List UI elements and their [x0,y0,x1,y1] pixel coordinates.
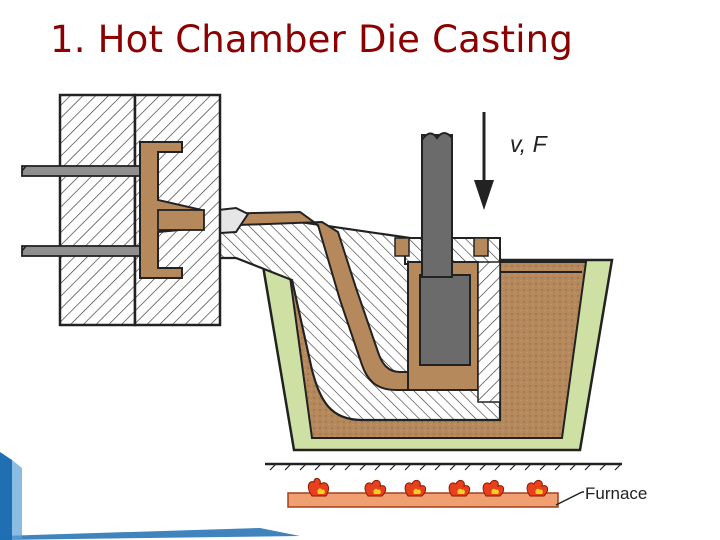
plunger-head [419,274,471,366]
plunger-rod [421,134,453,278]
ground-hatch [269,463,622,471]
plunger-rod-break [421,132,453,141]
furnace-leader [555,491,583,506]
force-label: v, F [510,131,549,157]
ejector-pin-upper [21,165,151,177]
arrow-down-icon [474,112,494,210]
ejector-die-half [58,93,137,327]
page-title: 1. Hot Chamber Die Casting [50,18,574,61]
slide-corner-decoration [0,452,300,540]
ejector-pin-lower [21,245,151,257]
sprue [157,209,205,231]
flame-icon [307,477,549,497]
cylinder-wall [477,261,501,403]
left-port [394,237,410,257]
furnace-label: Furnace [585,484,647,503]
right-port [473,237,489,257]
